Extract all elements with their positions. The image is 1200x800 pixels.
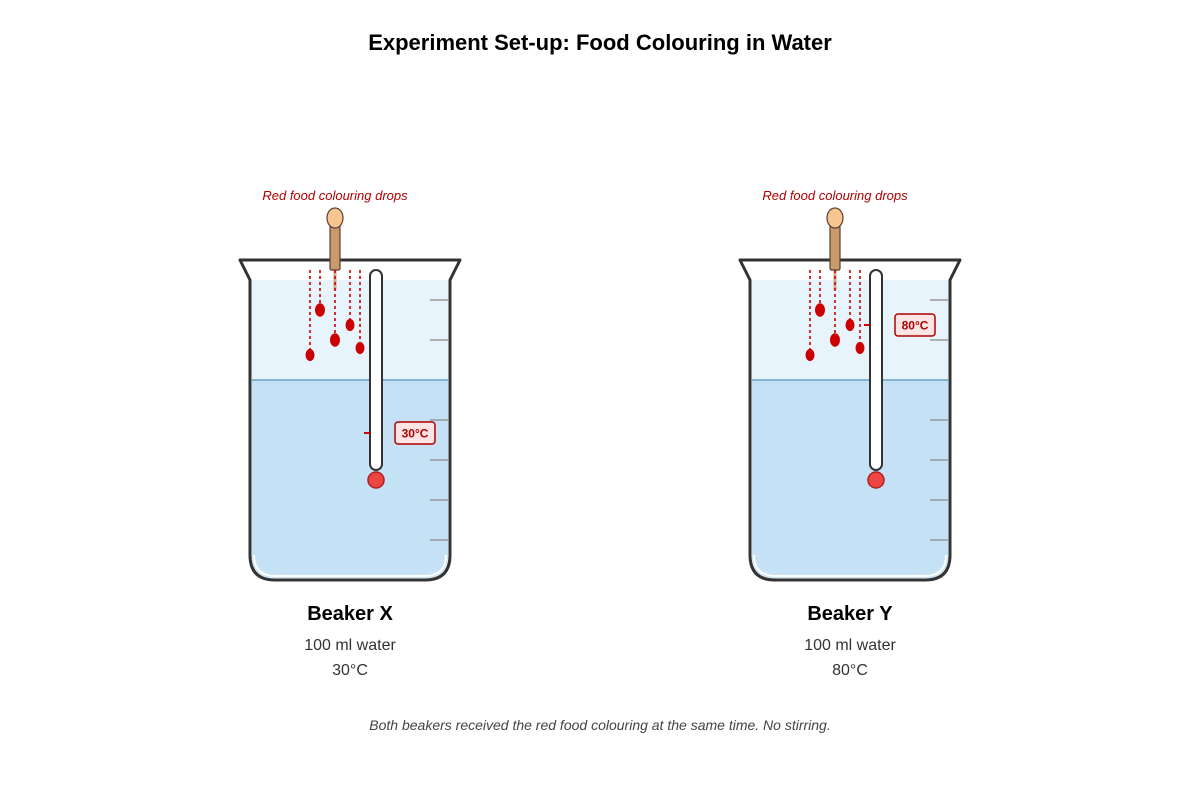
dropper-body xyxy=(829,224,841,271)
beaker-x: Red food colouring drops 30°C Beaker X 100 … xyxy=(238,188,462,679)
beaker-temperature: 30°C xyxy=(332,662,368,679)
dropper-label: Red food colouring drops xyxy=(762,188,908,203)
dropper-body xyxy=(329,224,341,271)
food-colouring-drop xyxy=(805,348,815,362)
food-colouring-drop xyxy=(830,333,840,347)
beaker-outline xyxy=(238,258,462,582)
water-body xyxy=(252,380,448,578)
beaker-volume: 100 ml water xyxy=(804,637,896,654)
thermometer-tube xyxy=(369,269,383,471)
beaker-layer: Red food colouring drops 30°C Beaker X 100 … xyxy=(238,188,962,679)
dropper-bulb xyxy=(326,207,344,229)
food-colouring-drop xyxy=(845,318,855,332)
food-colouring-drop xyxy=(815,303,825,317)
dropper-bulb xyxy=(826,207,844,229)
temperature-reading-box xyxy=(394,421,436,445)
temperature-reading-box xyxy=(894,313,936,337)
temperature-reading-label: 30°C xyxy=(402,427,429,441)
beaker-y: Red food colouring drops 80°C Beaker Y 100 … xyxy=(738,188,962,679)
food-colouring-drop xyxy=(305,348,315,362)
glass-highlight xyxy=(253,554,447,577)
beaker-temperature: 80°C xyxy=(832,662,868,679)
thermometer-bulb xyxy=(867,471,885,489)
temperature-reading-label: 80°C xyxy=(902,319,929,333)
thermometer-tube xyxy=(869,269,883,471)
food-colouring-drop xyxy=(315,303,325,317)
water-body xyxy=(752,380,948,578)
beaker-volume: 100 ml water xyxy=(304,637,396,654)
beaker-name: Beaker Y xyxy=(807,603,893,625)
footnote: Both beakers received the red food colou… xyxy=(369,717,830,733)
food-colouring-drop xyxy=(855,341,865,355)
food-colouring-drop xyxy=(345,318,355,332)
diagram-title: Experiment Set-up: Food Colouring in Wat… xyxy=(368,30,832,55)
thermometer-bulb xyxy=(367,471,385,489)
dropper-label: Red food colouring drops xyxy=(262,188,408,203)
glass-highlight xyxy=(753,554,947,577)
food-colouring-drop xyxy=(355,341,365,355)
beaker-outline xyxy=(738,258,962,582)
beaker-name: Beaker X xyxy=(307,603,393,625)
food-colouring-drop xyxy=(330,333,340,347)
